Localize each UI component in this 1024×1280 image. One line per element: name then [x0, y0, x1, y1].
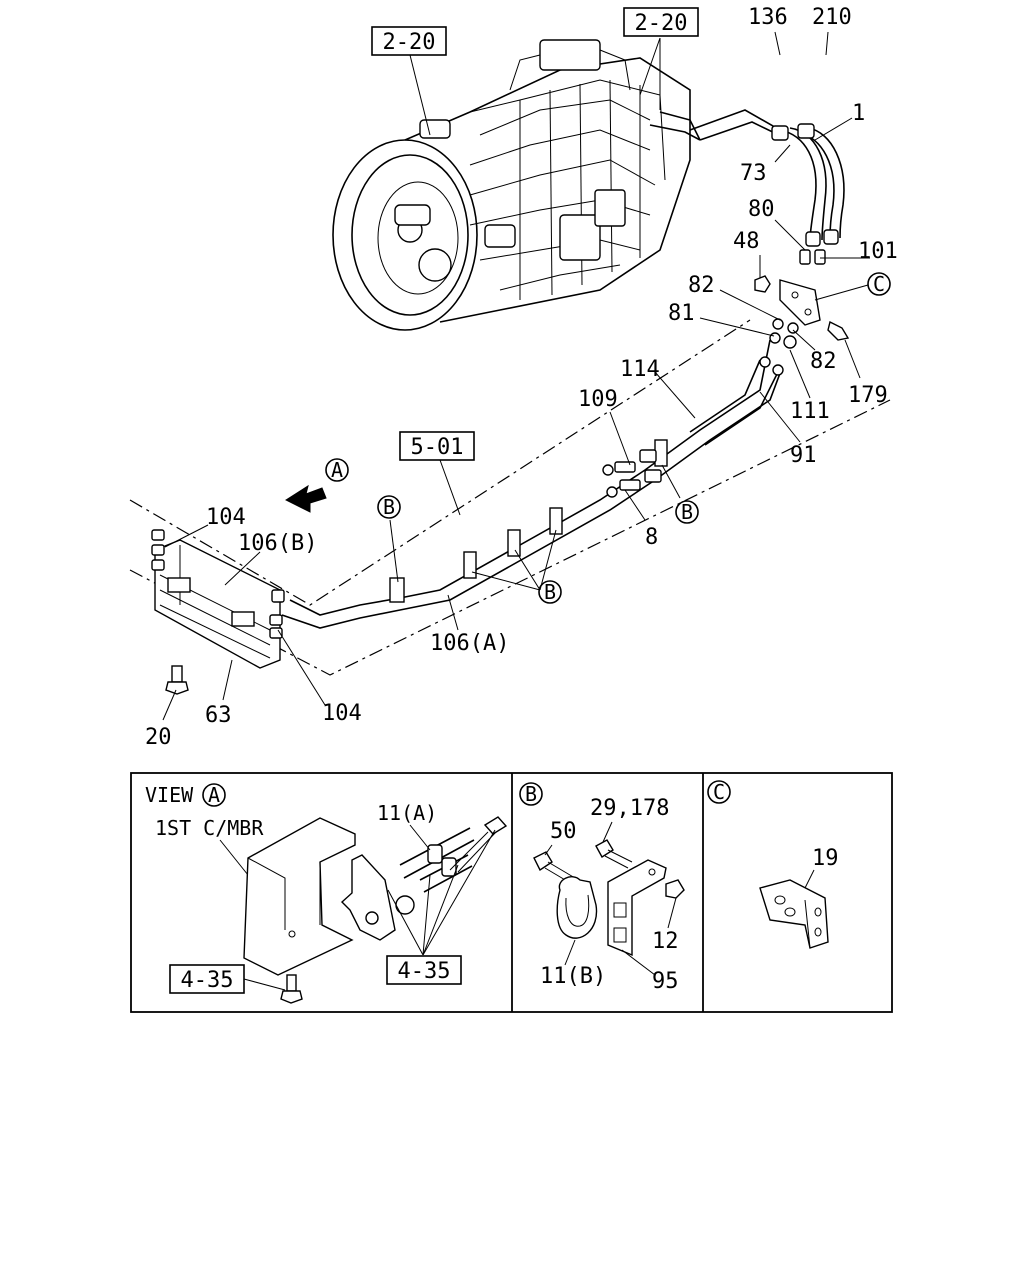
label-91: 91	[790, 443, 817, 468]
label-8: 8	[645, 525, 658, 550]
view-b-marker: B	[525, 782, 537, 806]
label-95: 95	[652, 969, 679, 994]
view-a-marker-circle	[202, 783, 226, 807]
label-20: 20	[145, 725, 172, 750]
label-101: 101	[858, 239, 898, 264]
label-12: 12	[652, 929, 679, 954]
label-19: 19	[812, 846, 839, 871]
label-104-b: 104	[322, 701, 362, 726]
marker-circle-c	[867, 272, 891, 296]
marker-circle-a	[325, 458, 349, 482]
marker-circle-b-2	[675, 500, 699, 524]
label-1: 1	[852, 101, 865, 126]
label-111: 111	[790, 399, 830, 424]
label-179: 179	[848, 383, 888, 408]
ref-box-5-01	[399, 431, 475, 461]
view-c-detail: C 19	[707, 780, 839, 949]
marker-circle-b-1	[377, 495, 401, 519]
marker-b-2: B	[681, 500, 693, 524]
oil-line-routing	[129, 109, 891, 695]
view-c-marker: C	[713, 780, 725, 804]
label-114: 114	[620, 357, 660, 382]
ref-box-4-35-a	[169, 964, 245, 994]
marker-circle-b-3	[538, 580, 562, 604]
ref-box-4-35-b	[386, 955, 462, 985]
label-210: 210	[812, 5, 852, 30]
label-82-b: 82	[810, 349, 837, 374]
marker-c: C	[873, 272, 885, 296]
label-29-178: 29,178	[590, 796, 669, 821]
view-a-detail: VIEW A 1ST C/MBR 11(A) 4-35 4-35	[145, 783, 508, 1004]
label-48: 48	[733, 229, 760, 254]
marker-b-1: B	[383, 495, 395, 519]
view-a-title: VIEW	[145, 783, 194, 807]
ref-box-2-20-right	[623, 7, 699, 37]
label-109: 109	[578, 387, 618, 412]
crossmember-label: 1ST C/MBR	[155, 816, 264, 840]
label-63: 63	[205, 703, 232, 728]
label-80: 80	[748, 197, 775, 222]
label-73: 73	[740, 161, 767, 186]
label-106-b: 106(B)	[238, 531, 317, 556]
ref-5-01: 5-01	[411, 435, 464, 460]
marker-b-3: B	[544, 580, 556, 604]
label-81: 81	[668, 301, 695, 326]
view-a-marker: A	[208, 783, 220, 807]
ref-2-20-left: 2-20	[383, 30, 436, 55]
label-106-a: 106(A)	[430, 631, 509, 656]
view-b-marker-circle	[519, 782, 543, 806]
label-136: 136	[748, 5, 788, 30]
transmission-illustration	[332, 39, 701, 331]
ref-2-20-right: 2-20	[635, 11, 688, 36]
leader-lines	[162, 31, 870, 721]
ref-4-35-b: 4-35	[398, 959, 451, 984]
view-b-detail: B 50 29,178 12 11(B) 95	[519, 782, 685, 994]
label-104-a: 104	[206, 505, 246, 530]
label-11-b: 11(B)	[540, 964, 606, 989]
marker-a: A	[331, 458, 343, 482]
label-11-a: 11(A)	[377, 801, 437, 825]
view-c-marker-circle	[707, 780, 731, 804]
label-50: 50	[550, 819, 577, 844]
detail-views-panel	[130, 772, 893, 1013]
callout-labels: 2-20 2-20 136 210 1 73 80 48 101 C 82 81…	[145, 5, 898, 750]
label-82-a: 82	[688, 273, 715, 298]
ref-4-35-a: 4-35	[181, 968, 234, 993]
ref-box-2-20-left	[371, 26, 447, 56]
